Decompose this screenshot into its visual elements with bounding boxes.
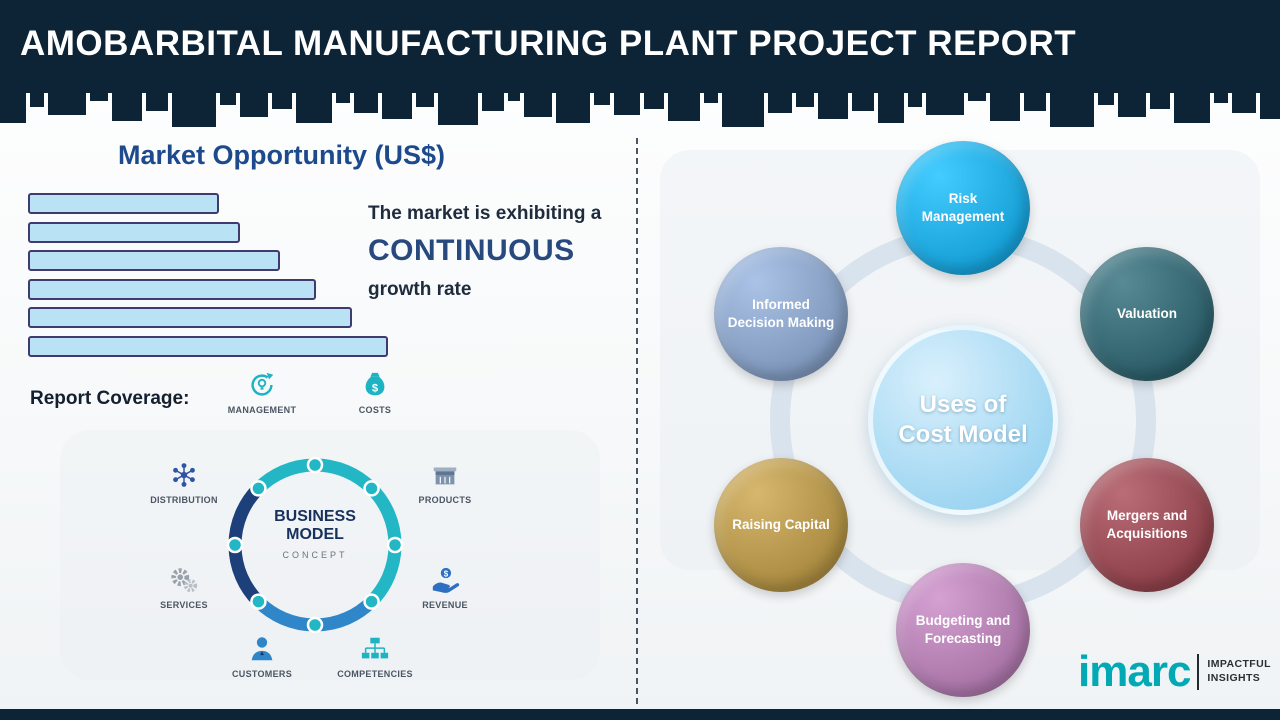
cost-model-node: Raising Capital bbox=[714, 458, 848, 592]
growth-line1: The market is exhibiting a bbox=[368, 203, 602, 224]
org-chart-icon bbox=[320, 634, 430, 666]
market-bar bbox=[28, 250, 280, 271]
management-cycle-icon bbox=[207, 370, 317, 402]
business-model-item-label: MANAGEMENT bbox=[227, 405, 297, 415]
cost-model-node-label: Budgeting and Forecasting bbox=[915, 613, 1011, 646]
business-model-item: SERVICES bbox=[129, 565, 239, 610]
business-model-item: CUSTOMERS bbox=[207, 634, 317, 679]
report-coverage-label: Report Coverage: bbox=[30, 388, 190, 409]
svg-text:$: $ bbox=[372, 383, 379, 395]
growth-line2: CONTINUOUS bbox=[368, 234, 575, 267]
market-bar bbox=[28, 335, 388, 357]
business-model-item-label: PRODUCTS bbox=[418, 495, 472, 505]
svg-text:$: $ bbox=[444, 569, 449, 578]
cost-model-node-label: Raising Capital bbox=[732, 517, 830, 533]
imarc-logo: imarc IMPACTFUL INSIGHTS bbox=[1078, 650, 1271, 694]
footer-strip bbox=[0, 709, 1280, 720]
business-model-ring bbox=[226, 456, 404, 634]
business-model-item-label: DISTRIBUTION bbox=[150, 495, 218, 505]
cost-model-node-label: Risk Management bbox=[921, 191, 1005, 224]
person-icon bbox=[207, 634, 317, 666]
page-title: AMOBARBITAL MANUFACTURING PLANT PROJECT … bbox=[20, 24, 1077, 63]
market-bar bbox=[28, 278, 316, 300]
business-model-item: PRODUCTS bbox=[390, 460, 500, 505]
business-model-item-label: COMPETENCIES bbox=[337, 669, 413, 679]
cost-model-node-label: Mergers and Acquisitions bbox=[1106, 508, 1188, 541]
cost-model-node-label: Valuation bbox=[1116, 306, 1177, 322]
market-bar bbox=[28, 193, 219, 214]
money-bag-icon: $ bbox=[320, 370, 430, 402]
market-opportunity-heading: Market Opportunity (US$) bbox=[118, 140, 446, 170]
business-model-item: $ REVENUE bbox=[390, 565, 500, 610]
logo-divider bbox=[1197, 654, 1200, 690]
market-bar bbox=[28, 307, 352, 328]
cost-model-center-circle: Uses of Cost Model bbox=[868, 325, 1058, 515]
business-model-center-label: BUSINESS MODEL CONCEPT bbox=[274, 508, 356, 560]
section-divider bbox=[636, 138, 638, 704]
gears-icon bbox=[129, 565, 239, 597]
business-model-item-label: CUSTOMERS bbox=[231, 669, 293, 679]
business-model-item: MANAGEMENT bbox=[207, 370, 317, 415]
cost-model-center-label: Uses of Cost Model bbox=[898, 391, 1028, 448]
business-model-item-label: SERVICES bbox=[160, 600, 208, 610]
business-model-item-label: REVENUE bbox=[422, 600, 468, 610]
market-bar bbox=[28, 221, 240, 243]
hand-coin-icon: $ bbox=[390, 565, 500, 597]
growth-line3: growth rate bbox=[368, 279, 472, 300]
business-model-ring-nodes bbox=[226, 456, 404, 634]
growth-text-block: The market is exhibiting a CONTINUOUS gr… bbox=[368, 203, 648, 301]
business-model-item-label: COSTS bbox=[358, 405, 392, 415]
business-model-item: DISTRIBUTION bbox=[129, 460, 239, 505]
city-skyline-graphic bbox=[0, 93, 1280, 127]
header-banner: AMOBARBITAL MANUFACTURING PLANT PROJECT … bbox=[0, 0, 1280, 93]
logo-tagline: IMPACTFUL INSIGHTS bbox=[1207, 658, 1271, 684]
cost-model-node: Informed Decision Making bbox=[714, 247, 848, 381]
market-bar-chart bbox=[28, 193, 388, 364]
business-model-item: $ COSTS bbox=[320, 370, 430, 415]
cost-model-node: Budgeting and Forecasting bbox=[896, 563, 1030, 697]
cost-model-node-label: Informed Decision Making bbox=[727, 297, 835, 330]
network-icon bbox=[129, 460, 239, 492]
business-model-item: COMPETENCIES bbox=[320, 634, 430, 679]
box-icon bbox=[390, 460, 500, 492]
cost-model-node: Mergers and Acquisitions bbox=[1080, 458, 1214, 592]
cost-model-node: Valuation bbox=[1080, 247, 1214, 381]
imarc-wordmark: imarc bbox=[1078, 647, 1191, 696]
cost-model-node: Risk Management bbox=[896, 141, 1030, 275]
